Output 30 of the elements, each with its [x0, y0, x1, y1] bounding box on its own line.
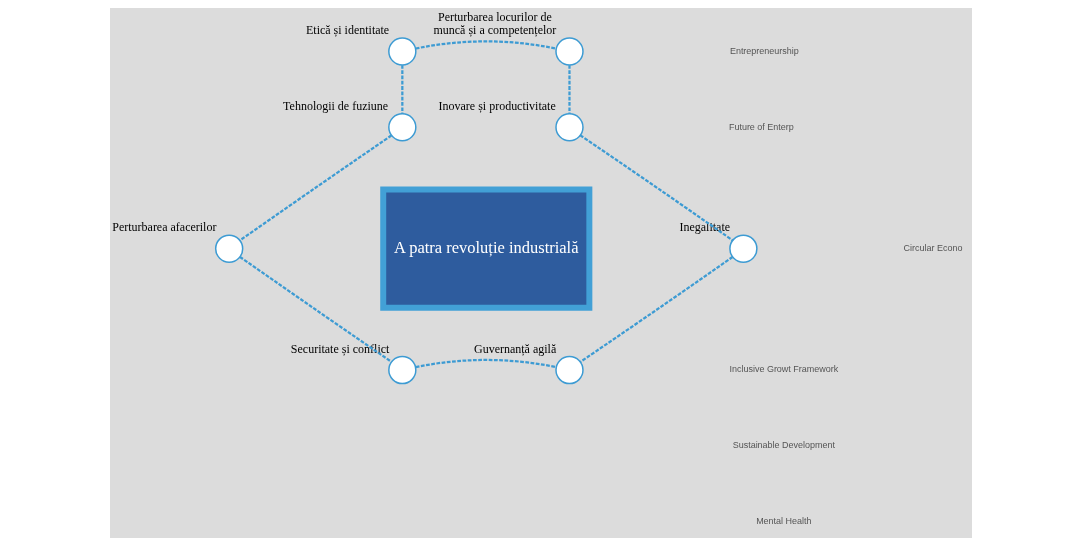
node-circle — [554, 112, 584, 142]
connector — [415, 358, 556, 369]
node-label: Perturbarea locurilor de muncă și a competențelor — [433, 9, 556, 38]
node-circle — [214, 234, 243, 263]
label: Circular Econo — [903, 242, 962, 253]
label: Future of Enterp — [728, 121, 794, 132]
node-label: Perturbarea afacerilor — [111, 220, 216, 235]
node-box: A patra revoluție industrială — [379, 186, 592, 311]
label: Sustainable Development — [732, 440, 835, 451]
node-circle — [387, 355, 417, 385]
node-label: Inovare și productivitate — [438, 98, 556, 113]
connector — [579, 134, 733, 242]
label: Mental Health — [755, 515, 812, 526]
node-label: Securitate și conflict — [290, 341, 389, 356]
label: Entrepreneurship — [729, 45, 799, 56]
node-circle — [387, 37, 417, 66]
node-label: Guvernanță agilă — [473, 341, 556, 356]
connector — [400, 65, 403, 114]
label: Inclusive Growt Framework — [728, 364, 838, 375]
node-circle — [554, 355, 584, 385]
node-label: Tehnologii de fuziune — [282, 98, 388, 113]
node-label: Etică și identitate — [305, 23, 389, 38]
connector — [579, 256, 733, 363]
node-circle — [554, 37, 584, 66]
connector — [238, 134, 392, 242]
connector — [238, 256, 392, 363]
node-circle — [728, 234, 758, 263]
node-circle — [387, 112, 417, 142]
connector — [415, 40, 556, 50]
connector — [567, 65, 571, 114]
